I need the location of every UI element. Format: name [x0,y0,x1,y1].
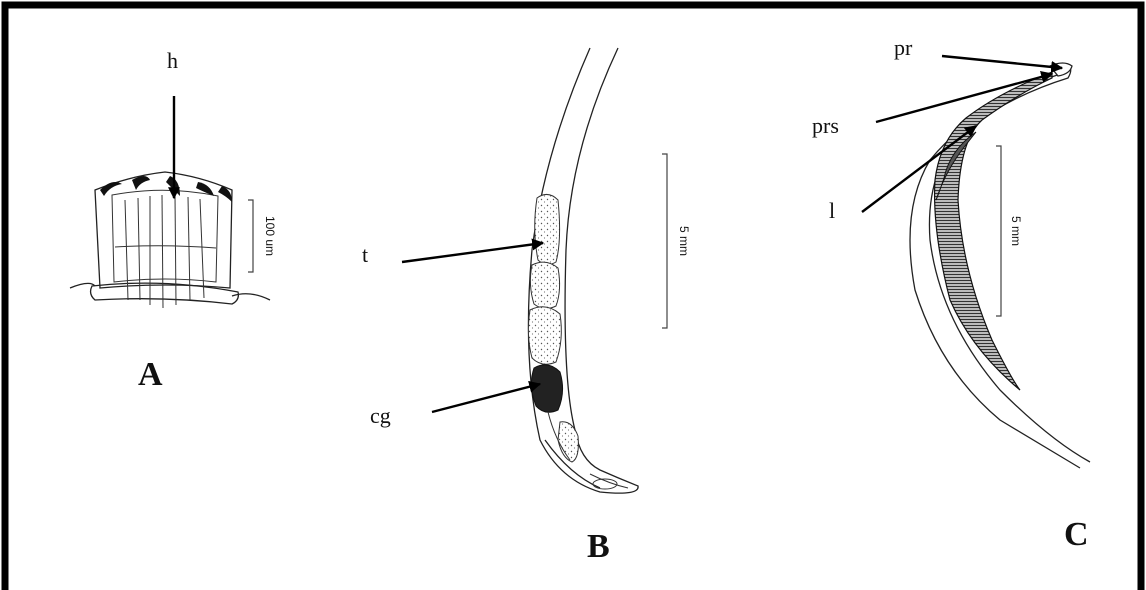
panel-a: 100 um h A [70,48,277,393]
arrow-cg [432,384,540,412]
label-pr: pr [894,35,913,60]
worm-b-drawing [528,48,638,493]
scale-label-c: 5 mm [1009,216,1023,246]
arrow-pr [942,56,1062,68]
label-cg: cg [370,403,391,428]
scale-bar-c [996,146,1001,316]
panel-letter-c: C [1064,516,1089,553]
panel-b: 5 mm t cg B [362,48,691,565]
arrow-prs [876,74,1052,122]
label-t: t [362,242,368,267]
panel-c: 5 mm pr prs l C [812,35,1090,553]
panel-letter-b: B [587,528,610,565]
label-prs: prs [812,113,839,138]
scale-label-a: 100 um [263,216,277,256]
scale-bar-b [662,154,667,328]
worm-c-drawing [910,63,1090,468]
label-l: l [829,198,835,223]
arrow-t [402,243,543,262]
panel-letter-a: A [138,356,163,393]
scale-label-b: 5 mm [677,226,691,256]
scale-bar-a [248,200,253,272]
proboscis-drawing [70,172,270,308]
label-h: h [167,48,178,73]
